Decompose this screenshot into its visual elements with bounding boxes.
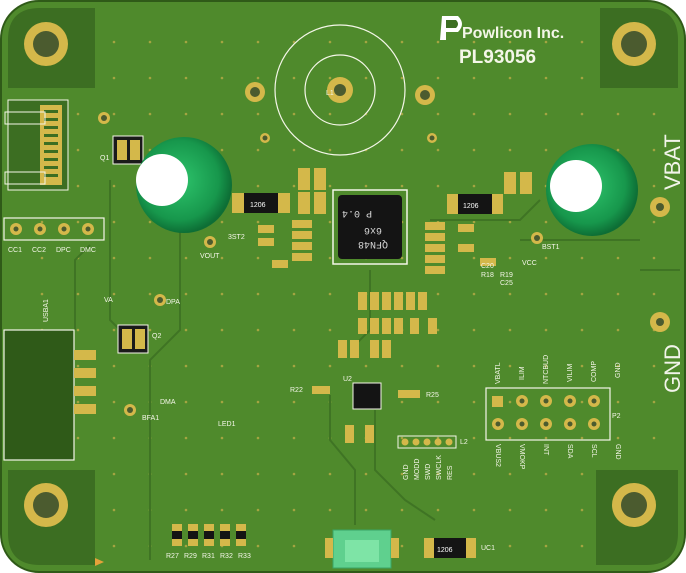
electrolytic-capacitor-right xyxy=(546,144,638,236)
large-vias xyxy=(98,82,543,416)
passives-near-u2 xyxy=(312,340,420,443)
inductor-l1 xyxy=(274,24,406,156)
edge-marker xyxy=(95,558,104,566)
r30-label: R25 xyxy=(426,392,439,399)
c25-label: C25 xyxy=(500,280,513,287)
p2-top-pin-3: NTCBUD xyxy=(543,355,550,384)
package-text-bottom: 1206 xyxy=(437,547,453,554)
r29-label: R29 xyxy=(184,553,197,560)
resistor-1206-bottom: 1206 UC1 xyxy=(424,538,495,558)
vout-label: VOUT xyxy=(200,253,220,260)
vcc-label: VCC xyxy=(522,260,537,267)
mounting-hole-top-left xyxy=(24,22,68,66)
q1-label: Q1 xyxy=(100,155,109,162)
vbat-label: VBAT xyxy=(660,134,685,190)
l2-label: L2 xyxy=(460,439,468,446)
main-ic-u1: P 0.4 6x6 QFN48 xyxy=(332,189,408,265)
gnd-label: GND xyxy=(660,344,685,393)
p2-bottom-pin-3: INT xyxy=(542,444,549,456)
smd-caps-top-left xyxy=(298,168,326,214)
p2-bottom-pin-5: SCL xyxy=(590,444,597,458)
passive-cluster-right xyxy=(425,222,496,274)
u1-marking-1: P 0.4 xyxy=(342,207,372,218)
inductor-label: L1 xyxy=(326,90,334,97)
dpa-label: DPA xyxy=(166,299,180,306)
package-text-right: 1206 xyxy=(463,203,479,210)
resistor-1206-left: 1206 xyxy=(232,193,290,213)
mounting-hole-top-right xyxy=(612,22,656,66)
slide-switch xyxy=(325,529,399,569)
r25-label: R22 xyxy=(290,387,303,394)
l2-pin-2: MODD xyxy=(414,459,421,480)
vbat-terminal: VBAT xyxy=(650,134,685,217)
p2-top-pin-6: GND xyxy=(615,362,622,378)
r31-label: R31 xyxy=(202,553,215,560)
dma-label: DMA xyxy=(160,399,176,406)
transistor-q1: Q1 xyxy=(100,135,144,165)
p2-top-pin-4: VILIM xyxy=(567,364,574,382)
p2-top-pin-1: VBATL xyxy=(495,362,502,384)
l2-pin-3: SWD xyxy=(425,464,432,480)
va-label: VA xyxy=(104,297,113,304)
u1-marking-3: QFN48 xyxy=(358,238,388,249)
mounting-hole-bottom-right xyxy=(612,483,656,527)
copper-traces xyxy=(74,180,680,560)
p2-top-pin-2: ILIM xyxy=(519,366,526,380)
type-c-test-pads: CC1 CC2 DPC DMC xyxy=(3,217,105,254)
uc1-label: UC1 xyxy=(481,545,495,552)
p2-bottom-pin-4: SDA xyxy=(566,444,573,459)
pad-label-cc1: CC1 xyxy=(8,247,22,254)
usb-a-connector: USBA1 xyxy=(3,299,96,461)
bst1-label: BST1 xyxy=(542,244,560,251)
pad-label-dpc: DPC xyxy=(56,247,71,254)
u2-label: U2 xyxy=(343,376,352,383)
r32-label: R32 xyxy=(220,553,233,560)
p2-label: P2 xyxy=(612,413,621,420)
u1-marking-2: 6x6 xyxy=(364,224,382,235)
company-logo xyxy=(440,16,462,40)
c20-label: C20 xyxy=(481,263,494,270)
bfa1-label: BFA1 xyxy=(142,415,159,422)
q2-label: Q2 xyxy=(152,333,161,340)
l2-pin-4: SWCLK xyxy=(436,455,443,480)
p2-top-pin-5: COMP xyxy=(591,361,598,382)
p2-bottom-pin-6: GND xyxy=(614,444,621,460)
passive-cluster-left xyxy=(258,220,312,268)
ic-u2: U2 xyxy=(343,376,382,410)
usb-a-label: USBA1 xyxy=(43,299,50,322)
l2-pin-1: GND xyxy=(403,464,410,480)
l2-pin-5: RES xyxy=(447,465,454,480)
r18-label: R18 xyxy=(481,272,494,279)
resistor-1206-right: 1206 xyxy=(447,194,503,214)
gnd-terminal: GND xyxy=(650,312,685,393)
pad-label-cc2: CC2 xyxy=(32,247,46,254)
p2-bottom-pin-2: VMOKP xyxy=(518,444,525,470)
transistor-q2: Q2 xyxy=(117,324,161,354)
r27-label: R27 xyxy=(166,553,179,560)
usb-c-connector xyxy=(4,99,69,191)
passive-row-below-u1 xyxy=(358,292,437,334)
board-model: PL93056 xyxy=(459,47,536,68)
header-l2: L2 GND MODD SWD SWCLK RES xyxy=(397,435,468,480)
electrolytic-capacitor-left xyxy=(136,137,232,233)
pad-label-dmc: DMC xyxy=(80,247,96,254)
company-name: Powlicon Inc. xyxy=(462,25,564,42)
smd-caps-top-right xyxy=(504,172,532,194)
bottom-resistor-bank: R27 R29 R31 R32 R33 xyxy=(166,524,251,560)
p2-bottom-pin-1: VBUS2 xyxy=(494,444,501,467)
3st2-label: 3ST2 xyxy=(228,234,245,241)
mounting-hole-bottom-left xyxy=(24,483,68,527)
led1-label: LED1 xyxy=(218,421,236,428)
header-p2: P2 VBATL ILIM NTCBUD VILIM COMP GND VBUS… xyxy=(485,355,622,470)
package-text-left: 1206 xyxy=(250,202,266,209)
r19-label: R19 xyxy=(500,272,513,279)
r33-label: R33 xyxy=(238,553,251,560)
